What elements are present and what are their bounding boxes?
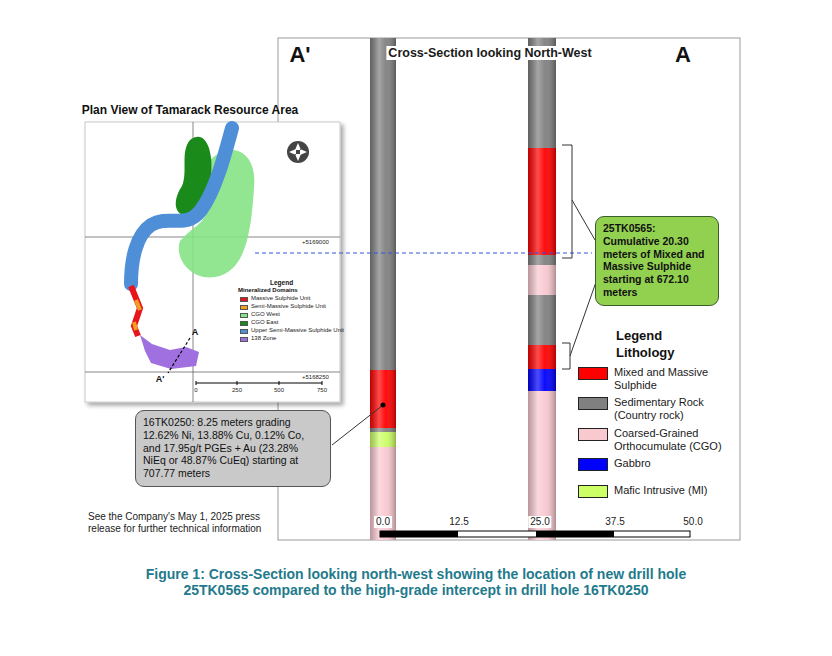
legend-text: CGO East [251,319,278,326]
legend-text: Upper Semi-Massive Sulphide Unit [251,327,344,334]
scale-number: 0.0 [374,516,392,528]
plan-view [85,122,340,402]
figure-caption: Figure 1: Cross-Section looking north-we… [136,566,696,598]
scale-number: 37.5 [603,516,626,528]
scale-number: 500 [274,387,284,394]
legend-swatch [578,458,608,471]
legend-swatch [578,367,608,380]
legend-text: Coarsed-Grained Orthocumulate (CGO) [614,427,732,452]
legend-text: Mixed and Massive Sulphide [614,366,732,391]
depth-line [255,253,592,254]
scale-bar [380,531,690,537]
legend-heading: Legend [616,329,662,344]
legend-heading: Legend [270,279,293,286]
legend-swatch [240,297,248,302]
section-end: A' [156,374,165,384]
section-end: A' [287,42,312,67]
drill-hole [528,38,556,540]
legend-swatch [240,305,248,310]
scale-number: 0 [194,387,197,394]
scale-number: 750 [317,387,327,394]
scale-number: 12.5 [447,516,470,528]
legend-text: CGO West [251,311,280,318]
legend-swatch [578,397,608,410]
bracket [332,145,596,445]
legend-text: Massive Sulphide Unit [251,295,310,302]
legend-swatch [240,321,248,326]
callout-box: 25TK0565: Cumulative 20.30 meters of Mix… [595,216,719,306]
legend-swatch [240,313,248,318]
legend-swatch [578,485,608,498]
callout-text: 16TK0250: 8.25 meters grading 12.62% Ni,… [143,416,323,480]
scale-number: 50.0 [681,516,704,528]
drill-hole [370,38,396,540]
legend-swatch [240,329,248,334]
grid-coordinate: +5168250 [302,374,329,381]
legend-swatch [578,428,608,441]
callout-text: 25TK0565: Cumulative 20.30 meters of Mix… [603,222,711,299]
legend-text: Gabbro [614,457,732,470]
scale-number: 250 [232,387,242,394]
legend-text: 138 Zone [251,335,276,342]
section-title: Cross-Section looking North-West [386,46,593,60]
section-end: A [192,327,199,337]
legend-heading: Lithology [616,346,675,361]
grid-coordinate: +5169000 [302,239,329,246]
callout-box: 16TK0250: 8.25 meters grading 12.62% Ni,… [135,410,331,487]
legend-text: Sedimentary Rock (Country rock) [614,396,732,421]
legend-text: Semi-Massive Sulphide Unit [251,303,326,310]
inset-title: Plan View of Tamarack Resource Area [82,104,299,118]
legend-heading: Mineralized Domains [238,287,298,294]
note: See the Company's May 1, 2025 press rele… [88,511,288,534]
legend-text: Mafic Intrusive (MI) [614,484,732,497]
leader-dot [381,403,386,408]
legend-swatch [240,337,248,342]
section-end: A [673,42,693,67]
scale-number: 25.0 [528,516,551,528]
